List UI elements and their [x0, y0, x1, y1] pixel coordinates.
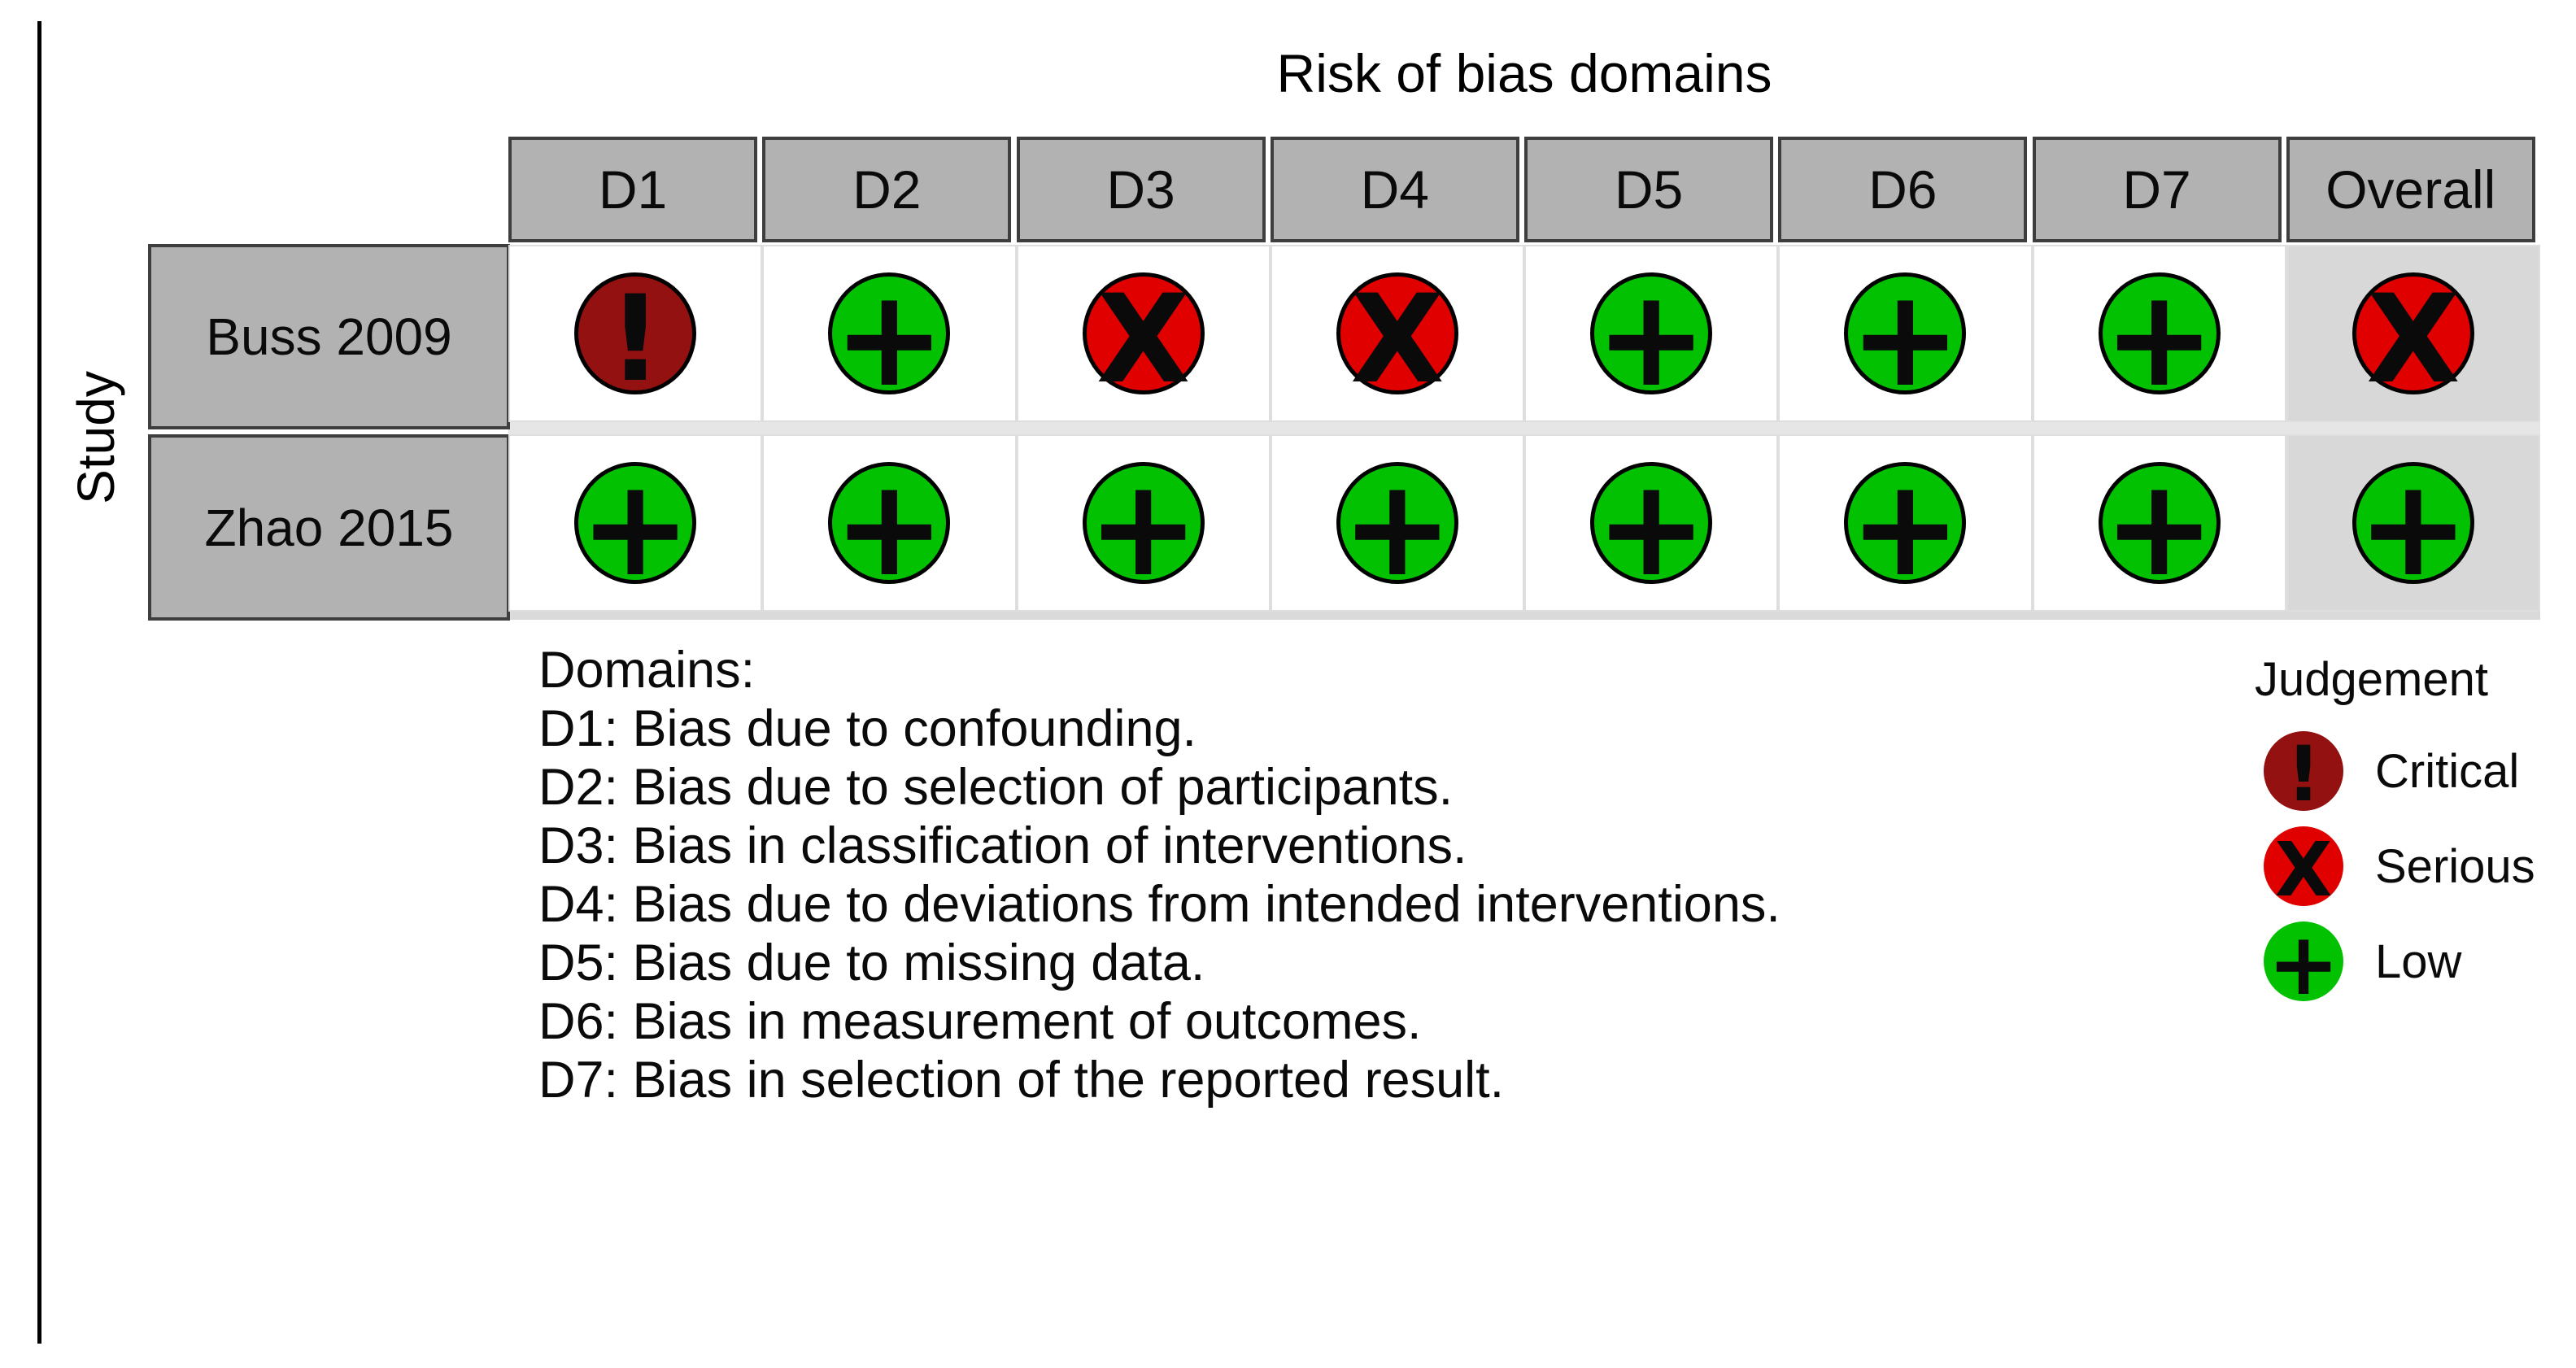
legend-item-low: + Low: [2264, 921, 2462, 1008]
judgement-icon-low: +: [2098, 460, 2221, 595]
domain-definition: D5: Bias due to missing data.: [538, 935, 1205, 991]
judgement-symbol-low: +: [2103, 449, 2216, 606]
domain-definition: D7: Bias in selection of the reported re…: [538, 1052, 1505, 1109]
column-header-d3: D3: [1016, 137, 1266, 242]
cell-zhao-2015-d7: +: [2032, 434, 2286, 612]
cell-zhao-2015-d6: +: [1778, 434, 2033, 612]
legend-item-label: Critical: [2375, 744, 2520, 798]
judgement-icon-low: +: [1844, 271, 1967, 405]
judgement-icon-low: +: [1590, 271, 1713, 405]
judgement-icon-low: +: [2098, 271, 2221, 405]
legend-item-critical: ! Critical: [2264, 730, 2520, 819]
domain-definition: D6: Bias in measurement of outcomes.: [538, 993, 1422, 1050]
domain-definition: D1: Bias due to confounding.: [538, 700, 1197, 757]
domains-note: Domains: D1: Bias due to confounding.D2:…: [538, 641, 1781, 1109]
column-header-d2: D2: [762, 137, 1012, 242]
judgement-symbol-low: +: [2267, 914, 2340, 1014]
judgement-icon-serious: X: [1082, 272, 1205, 401]
column-header-d6: D6: [1778, 137, 2028, 242]
column-header-d5: D5: [1524, 137, 1773, 242]
legend-title: Judgement: [2255, 653, 2488, 706]
cell-buss-2009-d4: X: [1270, 245, 1524, 422]
study-axis-label: Study: [67, 371, 125, 504]
domain-definition: D2: Bias due to selection of participant…: [538, 759, 1454, 816]
judgement-icon-critical: !: [574, 272, 697, 399]
judgement-symbol-low: +: [1594, 259, 1708, 416]
judgement-icon-low: +: [2352, 460, 2474, 595]
plot-title: Risk of bias domains: [1276, 43, 1772, 103]
judgement-symbol-low: +: [1087, 449, 1200, 606]
column-header-overall: Overall: [2286, 137, 2535, 242]
judgement-icon-low: +: [1336, 460, 1458, 595]
cell-zhao-2015-d5: +: [1524, 434, 1779, 612]
cell-zhao-2015-d4: +: [1270, 434, 1524, 612]
domain-definitions: D1: Bias due to confounding.D2: Bias due…: [538, 699, 1781, 1109]
cell-buss-2009-d2: +: [762, 245, 1017, 422]
legend-item-label: Low: [2375, 935, 2462, 988]
judgement-symbol-critical: !: [2286, 730, 2321, 819]
judgement-symbol-low: +: [833, 259, 946, 416]
judgement-icon-low: +: [828, 271, 951, 405]
legend-item-serious: X Serious: [2264, 826, 2535, 913]
judgement-symbol-low: +: [2103, 259, 2216, 416]
judgement-symbol-low: +: [1594, 449, 1708, 606]
study-row-label-buss-2009: Buss 2009: [148, 244, 510, 429]
judgement-icon-low: +: [1590, 460, 1713, 595]
study-row-label-zhao-2015: Zhao 2015: [148, 434, 510, 621]
cell-buss-2009-d5: +: [1524, 245, 1779, 422]
domains-note-heading: Domains:: [538, 642, 756, 699]
judgement-symbol-serious: X: [2366, 268, 2460, 411]
cell-buss-2009-d1: !: [508, 245, 763, 422]
column-header-d1: D1: [508, 137, 757, 242]
cell-buss-2009-d6: +: [1778, 245, 2033, 422]
cell-buss-2009-d3: X: [1016, 245, 1271, 422]
judgement-symbol-serious: X: [2274, 826, 2333, 913]
table-bottom-edge: [508, 612, 2540, 620]
judgement-symbol-low: +: [1849, 449, 1962, 606]
judgement-icon-low: +: [828, 460, 951, 595]
legend-key-serious-icon: X: [2264, 826, 2343, 913]
cell-zhao-2015-d3: +: [1016, 434, 1271, 612]
judgement-symbol-low: +: [1849, 259, 1962, 416]
domain-definition: D3: Bias in classification of interventi…: [538, 817, 1467, 874]
judgement-symbol-serious: X: [1350, 268, 1445, 411]
judgement-icon-low: +: [1844, 460, 1967, 595]
legend-item-label: Serious: [2375, 839, 2535, 893]
domain-definition: D4: Bias due to deviations from intended…: [538, 876, 1781, 933]
judgement-symbol-low: +: [2356, 449, 2469, 606]
judgement-icon-low: +: [574, 460, 697, 595]
cell-buss-2009-overall: X: [2286, 245, 2540, 422]
judgement-symbol-low: +: [1340, 449, 1454, 606]
column-header-d4: D4: [1270, 137, 1519, 242]
judgement-symbol-serious: X: [1096, 268, 1191, 411]
legend-key-critical-icon: !: [2264, 730, 2343, 819]
judgement-symbol-low: +: [833, 449, 946, 606]
legend-key-low-icon: +: [2264, 921, 2343, 1008]
judgement-icon-serious: X: [1336, 272, 1458, 401]
cell-zhao-2015-d1: +: [508, 434, 763, 612]
judgement-icon-serious: X: [2352, 272, 2474, 401]
cell-zhao-2015-overall: +: [2286, 434, 2540, 612]
cell-zhao-2015-d2: +: [762, 434, 1017, 612]
cell-buss-2009-d7: +: [2032, 245, 2286, 422]
judgement-icon-low: +: [1082, 460, 1205, 595]
column-header-d7: D7: [2032, 137, 2282, 242]
pane-divider-line: [37, 21, 41, 1344]
row-divider: [508, 422, 2540, 434]
judgement-symbol-low: +: [578, 449, 692, 606]
judgement-symbol-critical: !: [608, 270, 663, 408]
